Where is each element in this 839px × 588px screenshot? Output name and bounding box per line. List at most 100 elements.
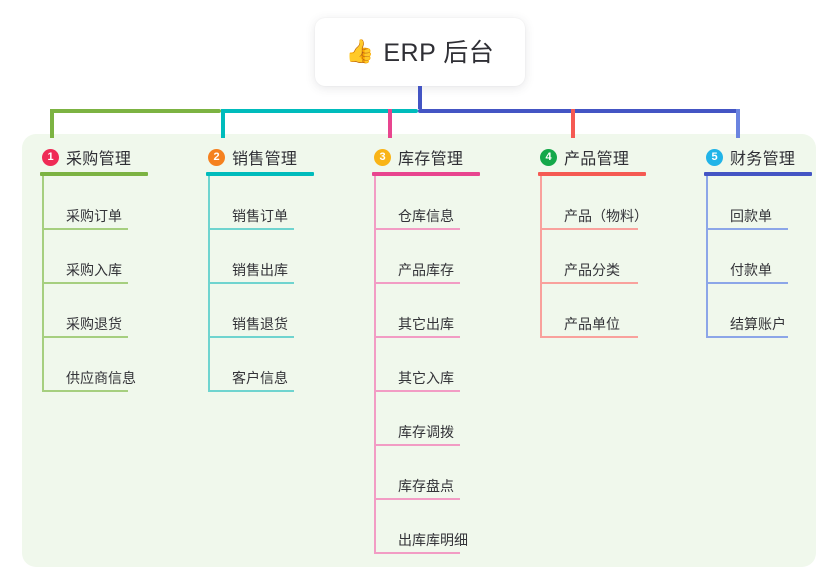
list-item-rule (376, 444, 460, 446)
column-title-inventory: 库存管理 (398, 151, 464, 168)
list-item[interactable]: 产品（物料） (540, 176, 648, 230)
column-procurement: 1 采购管理采购订单采购入库采购退货供应商信息 (40, 146, 148, 392)
column-title-finance: 财务管理 (730, 151, 796, 168)
column-header-procurement[interactable]: 1 采购管理 (40, 146, 148, 168)
list-item-rule (210, 336, 294, 338)
list-item-label: 其它出库 (398, 316, 454, 332)
list-item-label: 产品分类 (564, 262, 620, 278)
list-item[interactable]: 其它出库 (374, 284, 480, 338)
column-items-inventory: 仓库信息产品库存其它出库其它入库库存调拨库存盘点出库库明细 (372, 176, 480, 554)
list-item-label: 回款单 (730, 208, 772, 224)
list-item-rule (376, 282, 460, 284)
column-badge-product: 4 (540, 148, 557, 166)
list-item[interactable]: 产品分类 (540, 230, 648, 284)
list-item-rule (44, 282, 128, 284)
list-item-label: 仓库信息 (398, 208, 454, 224)
list-item-label: 供应商信息 (66, 370, 136, 386)
column-rule-finance (704, 172, 812, 176)
column-items-product: 产品（物料） 产品分类产品单位 (538, 176, 648, 338)
root-node-erp-backend[interactable]: 👍 ERP 后台 (315, 18, 525, 86)
drop-finance (736, 109, 740, 138)
list-item-rule (376, 390, 460, 392)
list-item-rule (708, 336, 788, 338)
list-item-rule (376, 336, 460, 338)
drop-product (571, 109, 575, 138)
column-inventory: 3 库存管理仓库信息产品库存其它出库其它入库库存调拨库存盘点出库库明细 (372, 146, 480, 554)
list-item-label: 库存调拨 (398, 424, 454, 440)
column-rule-procurement (40, 172, 148, 176)
thumbs-up-icon: 👍 (345, 37, 375, 64)
column-product: 4 产品管理产品（物料） 产品分类产品单位 (538, 146, 648, 338)
list-item[interactable]: 付款单 (706, 230, 812, 284)
column-spine-sales (208, 176, 210, 392)
bus-segment-green (50, 109, 221, 113)
drop-inventory (388, 109, 392, 138)
list-item-rule (44, 228, 128, 230)
list-item-label: 采购订单 (66, 208, 122, 224)
list-item[interactable]: 销售订单 (208, 176, 314, 230)
list-item[interactable]: 采购入库 (42, 230, 148, 284)
list-item[interactable]: 仓库信息 (374, 176, 480, 230)
list-item[interactable]: 产品单位 (540, 284, 648, 338)
column-header-inventory[interactable]: 3 库存管理 (372, 146, 480, 168)
list-item-label: 销售出库 (232, 262, 288, 278)
list-item[interactable]: 产品库存 (374, 230, 480, 284)
list-item-label: 其它入库 (398, 370, 454, 386)
list-item[interactable]: 库存盘点 (374, 446, 480, 500)
list-item-label: 出库库明细 (398, 532, 468, 548)
list-item[interactable]: 客户信息 (208, 338, 314, 392)
list-item-rule (210, 282, 294, 284)
list-item-label: 付款单 (730, 262, 772, 278)
list-item-label: 采购退货 (66, 316, 122, 332)
list-item-rule (210, 228, 294, 230)
drop-procurement (50, 109, 54, 138)
list-item[interactable]: 回款单 (706, 176, 812, 230)
list-item-rule (376, 498, 460, 500)
drop-sales (221, 109, 225, 138)
column-items-procurement: 采购订单采购入库采购退货供应商信息 (40, 176, 148, 392)
column-header-product[interactable]: 4 产品管理 (538, 146, 648, 168)
column-badge-sales: 2 (208, 148, 225, 166)
column-badge-procurement: 1 (42, 148, 59, 166)
list-item-rule (376, 552, 460, 554)
list-item[interactable]: 采购订单 (42, 176, 148, 230)
column-badge-finance: 5 (706, 148, 723, 166)
column-badge-inventory: 3 (374, 148, 391, 166)
list-item[interactable]: 库存调拨 (374, 392, 480, 446)
list-item-label: 产品单位 (564, 316, 620, 332)
list-item-label: 产品（物料） (564, 208, 648, 224)
column-items-finance: 回款单付款单结算账户 (704, 176, 812, 338)
column-spine-product (540, 176, 542, 338)
column-finance: 5 财务管理回款单付款单结算账户 (704, 146, 812, 338)
diagram-panel-background (22, 134, 816, 567)
list-item-label: 销售退货 (232, 316, 288, 332)
column-rule-sales (206, 172, 314, 176)
list-item-label: 结算账户 (730, 316, 786, 332)
list-item-rule (708, 228, 788, 230)
bus-segment-blue (418, 109, 740, 113)
column-spine-procurement (42, 176, 44, 392)
list-item[interactable]: 结算账户 (706, 284, 812, 338)
column-title-procurement: 采购管理 (66, 151, 132, 168)
column-title-product: 产品管理 (564, 151, 630, 168)
root-node-content: 👍 ERP 后台 (346, 33, 495, 69)
column-items-sales: 销售订单销售出库销售退货客户信息 (206, 176, 314, 392)
list-item-label: 销售订单 (232, 208, 288, 224)
column-rule-product (538, 172, 646, 176)
list-item[interactable]: 出库库明细 (374, 500, 480, 554)
list-item-rule (44, 390, 128, 392)
list-item[interactable]: 供应商信息 (42, 338, 148, 392)
list-item-rule (542, 228, 638, 230)
list-item[interactable]: 其它入库 (374, 338, 480, 392)
list-item-rule (708, 282, 788, 284)
column-header-finance[interactable]: 5 财务管理 (704, 146, 812, 168)
list-item[interactable]: 销售退货 (208, 284, 314, 338)
list-item-label: 库存盘点 (398, 478, 454, 494)
list-item-label: 采购入库 (66, 262, 122, 278)
list-item-rule (376, 228, 460, 230)
list-item[interactable]: 采购退货 (42, 284, 148, 338)
list-item-rule (542, 336, 638, 338)
list-item[interactable]: 销售出库 (208, 230, 314, 284)
